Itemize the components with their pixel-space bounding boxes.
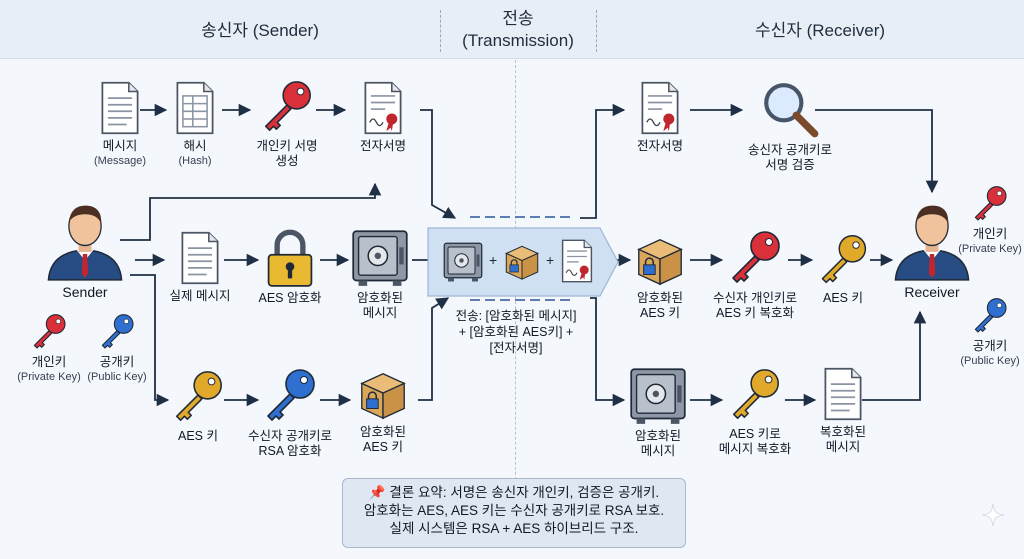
sender-label: Sender — [62, 284, 108, 300]
signed-document-icon — [361, 80, 405, 136]
document-icon — [178, 230, 222, 286]
sender-aes-key: AES 키 — [143, 368, 253, 444]
locked-box-icon — [633, 234, 687, 288]
signed-document-icon — [559, 238, 595, 284]
sender-message: 메시지(Message) — [65, 80, 175, 169]
receiver-private-key: 개인키(Private Key) — [935, 184, 1024, 257]
hash-label: 해시(Hash) — [178, 139, 212, 167]
transmission-package: + + — [442, 238, 602, 286]
transmission-title-line1: 전송 — [502, 9, 534, 28]
transmission-line3: [전자서명] — [489, 341, 543, 355]
locked-box-icon — [502, 242, 542, 282]
document-icon — [821, 366, 865, 422]
private-key-icon — [970, 184, 1010, 224]
signed-document-icon — [638, 80, 682, 136]
sender-real-message: 실제 메시지 — [145, 230, 255, 304]
header-separator-right — [596, 10, 597, 52]
safe-icon — [628, 366, 688, 426]
receiver-aes-key: AES 키 — [788, 232, 898, 306]
red-key-icon — [258, 78, 316, 136]
gold-key-icon — [169, 368, 227, 426]
sender-title: 송신자 (Sender) — [201, 21, 319, 40]
header-bar: 송신자 (Sender) 전송 (Transmission) 수신자 (Rece… — [0, 0, 1024, 59]
plus-sign: + — [546, 252, 555, 268]
sender-avatar-icon — [42, 196, 128, 282]
transmission-title: 전송 (Transmission) — [440, 8, 596, 52]
safe-icon — [442, 241, 484, 283]
sparkle-icon — [982, 504, 1004, 526]
summary-box: 📌 결론 요약: 서명은 송신자 개인키, 검증은 공개키. 암호화는 AES,… — [342, 478, 686, 548]
transmission-title-line2: (Transmission) — [462, 31, 574, 50]
receiver-label: Receiver — [904, 284, 960, 300]
gold-key-icon — [815, 232, 871, 288]
sender-hash: 해시(Hash) — [140, 80, 250, 169]
safe-icon — [350, 228, 410, 288]
receiver-title: 수신자 (Receiver) — [754, 21, 886, 40]
aes-key-label: AES 키 — [178, 429, 218, 443]
receiver-signature: 전자서명 — [605, 80, 715, 154]
document-icon — [98, 80, 142, 136]
summary-line3: 실제 시스템은 RSA + AES 하이브리드 구조. — [389, 521, 639, 536]
sender-person: Sender — [30, 196, 140, 300]
magnifier-icon — [759, 78, 821, 140]
summary-line1: 📌 결론 요약: 서명은 송신자 개인키, 검증은 공개키. — [368, 485, 660, 500]
blue-key-icon — [260, 366, 320, 426]
sender-aes-encrypt: AES 암호화 — [235, 228, 345, 306]
aes-encrypt-label: AES 암호화 — [258, 291, 322, 305]
sender-public-key: 공개키(Public Key) — [62, 312, 172, 385]
receiver-person: Receiver — [877, 196, 987, 300]
real-message-label: 실제 메시지 — [169, 289, 231, 303]
gold-key-icon — [726, 366, 784, 424]
sender-public-key-label: 공개키(Public Key) — [87, 355, 147, 383]
padlock-icon — [263, 228, 317, 288]
receiver-public-key: 공개키(Public Key) — [935, 296, 1024, 369]
transmission-description: 전송: [암호화된 메시지] + [암호화된 AES키] + [전자서명] — [438, 308, 594, 356]
red-key-icon — [725, 228, 785, 288]
locked-box-icon — [356, 368, 410, 422]
public-key-icon — [970, 296, 1010, 336]
message-label: 메시지(Message) — [94, 139, 146, 167]
receiver-aes-key-label: AES 키 — [823, 291, 863, 305]
header-separator-left — [440, 10, 441, 52]
signature-label: 전자서명 — [359, 139, 406, 153]
sender-private-key-label: 개인키(Private Key) — [17, 355, 81, 383]
receiver-signature-label: 전자서명 — [636, 139, 683, 153]
receiver-public-key-label: 공개키(Public Key) — [960, 339, 1020, 367]
transmission-line1: 전송: [암호화된 메시지] — [455, 309, 577, 323]
pin-icon: 📌 — [368, 485, 386, 500]
sender-signature: 전자서명 — [328, 80, 438, 154]
receiver-private-key-label: 개인키(Private Key) — [958, 227, 1022, 255]
public-key-icon — [97, 312, 137, 352]
summary-line2: 암호화는 AES, AES 키는 수신자 공개키로 RSA 보호. — [363, 503, 665, 518]
sender-private-key: 개인키(Private Key) — [0, 312, 104, 385]
hash-document-icon — [173, 80, 217, 136]
transmission-line2: + [암호화된 AES키] + — [458, 325, 574, 339]
plus-sign: + — [489, 252, 498, 268]
